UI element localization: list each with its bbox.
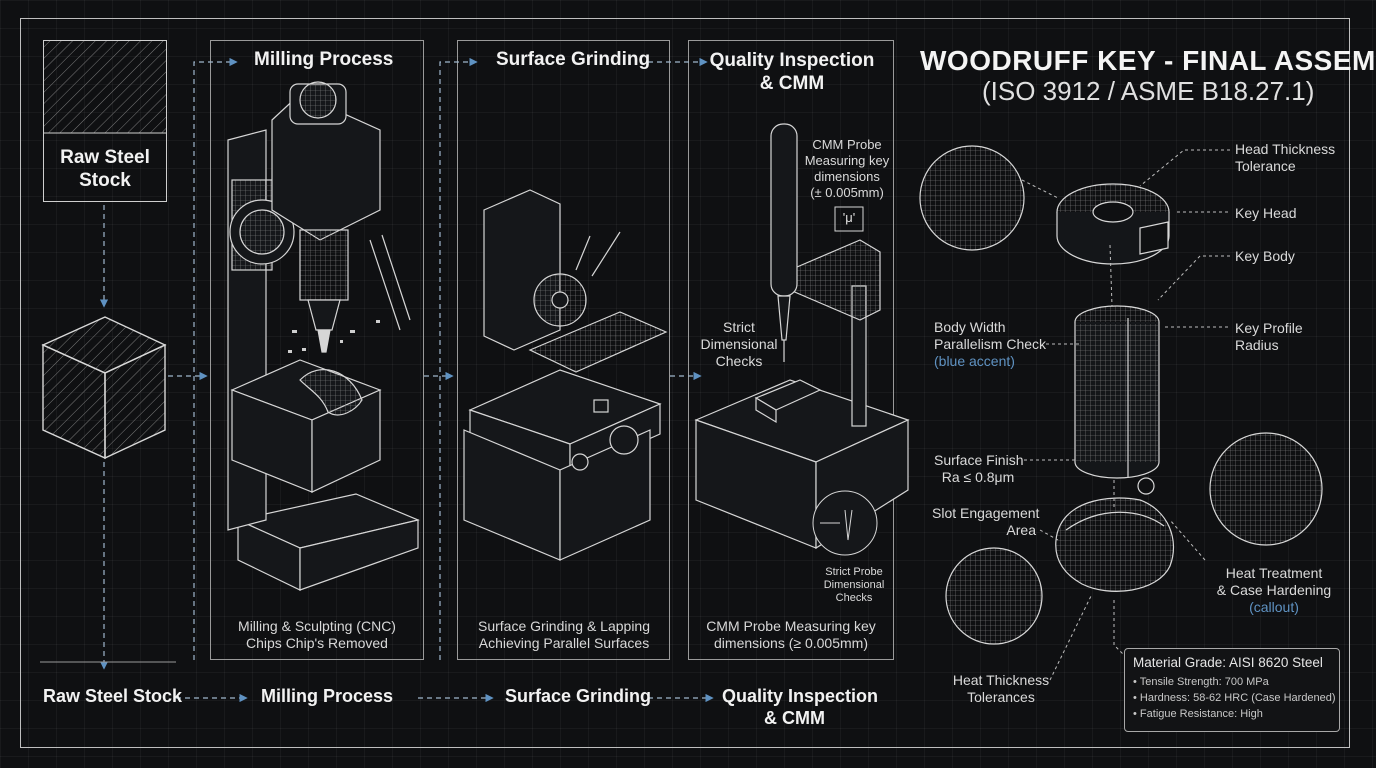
heat-treatment-detail	[1209, 432, 1323, 546]
callout-note: (callout)	[1249, 599, 1299, 615]
heat-treatment-label: Heat Treatment & Case Hardening (callout…	[1214, 565, 1334, 616]
key-body-label: Key Body	[1235, 248, 1295, 264]
milling-caption-line-2: Chips Chip's Removed	[246, 635, 388, 651]
inspection-caption-line-2: dimensions (≥ 0.005mm)	[714, 635, 868, 651]
strict-checks-label: Strict Dimensional Checks	[696, 319, 782, 370]
probe-detail-line-3: Checks	[835, 592, 873, 604]
raw-steel-cube	[41, 316, 167, 460]
material-spec-box: Material Grade: AISI 8620 Steel • Tensil…	[1124, 648, 1340, 732]
key-profile-line-1: Key Profile	[1235, 320, 1303, 336]
material-tensile: • Tensile Strength: 700 MPa	[1133, 676, 1269, 688]
strict-line-3: Checks	[715, 353, 763, 369]
milling-caption: Milling & Sculpting (CNC) Chips Chip's R…	[212, 618, 422, 652]
grinding-title: Surface Grinding	[496, 49, 651, 70]
inspection-title: Quality Inspection & CMM	[709, 50, 875, 94]
bottom-milling: Milling Process	[261, 686, 394, 706]
probe-detail-label: Strict Probe Dimensional Checks	[812, 566, 896, 605]
body-width-line-2: Parallelism Check	[934, 336, 1047, 352]
milling-machine	[227, 81, 420, 591]
slot-engagement-line-2: Area	[1006, 522, 1036, 538]
probe-detail-line-2: Dimensional	[823, 579, 885, 591]
head-thickness-label: Head Thickness Tolerance	[1235, 141, 1335, 175]
micro-symbol: 'μ'	[842, 210, 856, 225]
key-profile-label: Key Profile Radius	[1235, 320, 1303, 354]
heat-treatment-line-2: & Case Hardening	[1216, 582, 1332, 598]
grinding-panel	[457, 40, 670, 660]
grinding-caption: Surface Grinding & Lapping Achieving Par…	[459, 618, 669, 652]
key-profile-line-2: Radius	[1235, 337, 1279, 353]
bottom-inspection: Quality Inspection	[722, 686, 879, 706]
surface-finish-line-2: Ra ≤ 0.8μm	[941, 469, 1015, 485]
micro-symbol-box	[834, 206, 864, 232]
cmm-probe-line-1: CMM Probe	[812, 137, 882, 152]
milling-caption-line-1: Milling & Sculpting (CNC)	[238, 618, 396, 634]
strict-line-2: Dimensional	[700, 336, 778, 352]
heat-thickness-label: Heat Thickness Tolerances	[948, 672, 1054, 706]
milling-chips	[288, 320, 380, 353]
key-body-drawing	[1074, 305, 1160, 479]
heat-treatment-line-1: Heat Treatment	[1225, 565, 1323, 581]
blue-accent-note: (blue accent)	[934, 353, 1015, 369]
cmm-probe-line-4: (± 0.005mm)	[810, 185, 884, 200]
key-head-drawing	[1056, 183, 1170, 265]
body-width-line-1: Body Width	[934, 319, 1006, 335]
hardness-text: Hardness: 58-62 HRC (Case Hardened)	[1139, 692, 1336, 704]
milling-title: Milling Process	[254, 49, 394, 70]
heat-thickness-line-1: Heat Thickness	[952, 672, 1050, 688]
inspection-panel	[688, 40, 894, 660]
surface-finish-label: Surface Finish Ra ≤ 0.8μm	[934, 452, 1024, 486]
assembly-title: WOODRUFF KEY - FINAL ASSEMBLY	[920, 45, 1376, 76]
milling-panel	[210, 40, 424, 660]
head-tolerance-detail	[919, 145, 1025, 251]
assembly-standard: (ISO 3912 / ASME B18.27.1)	[982, 76, 1315, 106]
raw-stock-title: Raw Steel Stock	[60, 147, 150, 191]
grinding-caption-line-1: Surface Grinding & Lapping	[478, 618, 650, 634]
bottom-cmm: & CMM	[764, 708, 825, 728]
bottom-grinding: Surface Grinding	[505, 686, 652, 706]
heat-thickness-line-2: Tolerances	[967, 689, 1035, 705]
inspection-caption: CMM Probe Measuring key dimensions (≥ 0.…	[690, 618, 892, 652]
head-thickness-line-1: Head Thickness	[1235, 141, 1336, 157]
probe-detail-line-1: Strict Probe	[825, 566, 883, 578]
body-width-label: Body Width Parallelism Check (blue accen…	[934, 319, 1046, 370]
grinding-caption-line-2: Achieving Parallel Surfaces	[478, 635, 650, 651]
material-grade: Material Grade: AISI 8620 Steel	[1133, 655, 1323, 670]
slot-engagement-detail	[945, 547, 1043, 645]
strict-line-1: Strict	[723, 319, 755, 335]
tensile-text: Tensile Strength: 700 MPa	[1139, 676, 1269, 688]
key-head-label: Key Head	[1235, 205, 1297, 221]
inspection-caption-line-1: CMM Probe Measuring key	[706, 618, 876, 634]
leader-lines	[1021, 149, 1230, 681]
cmm-probe-line-3: dimensions	[814, 169, 880, 184]
bottom-raw-stock: Raw Steel Stock	[43, 686, 183, 706]
woodruff-key-drawing	[1055, 497, 1175, 592]
cmm-probe-label: CMM Probe Measuring key dimensions (± 0.…	[800, 137, 894, 201]
outer-frame	[20, 18, 1350, 748]
material-hardness: • Hardness: 58-62 HRC (Case Hardened)	[1133, 692, 1336, 704]
cmm-detail-circle	[812, 490, 878, 556]
fatigue-text: Fatigue Resistance: High	[1139, 708, 1263, 720]
raw-stock-hatch	[44, 41, 166, 133]
cmm-probe-line-2: Measuring key	[804, 153, 890, 168]
material-fatigue: • Fatigue Resistance: High	[1133, 708, 1263, 720]
surface-finish-line-1: Surface Finish	[934, 452, 1024, 468]
surface-grinder	[463, 189, 668, 561]
raw-stock-box	[43, 40, 167, 202]
head-thickness-line-2: Tolerance	[1235, 158, 1296, 174]
slot-engagement-line-1: Slot Engagement	[932, 505, 1040, 521]
slot-engagement-label: Slot Engagement Area	[932, 505, 1040, 539]
